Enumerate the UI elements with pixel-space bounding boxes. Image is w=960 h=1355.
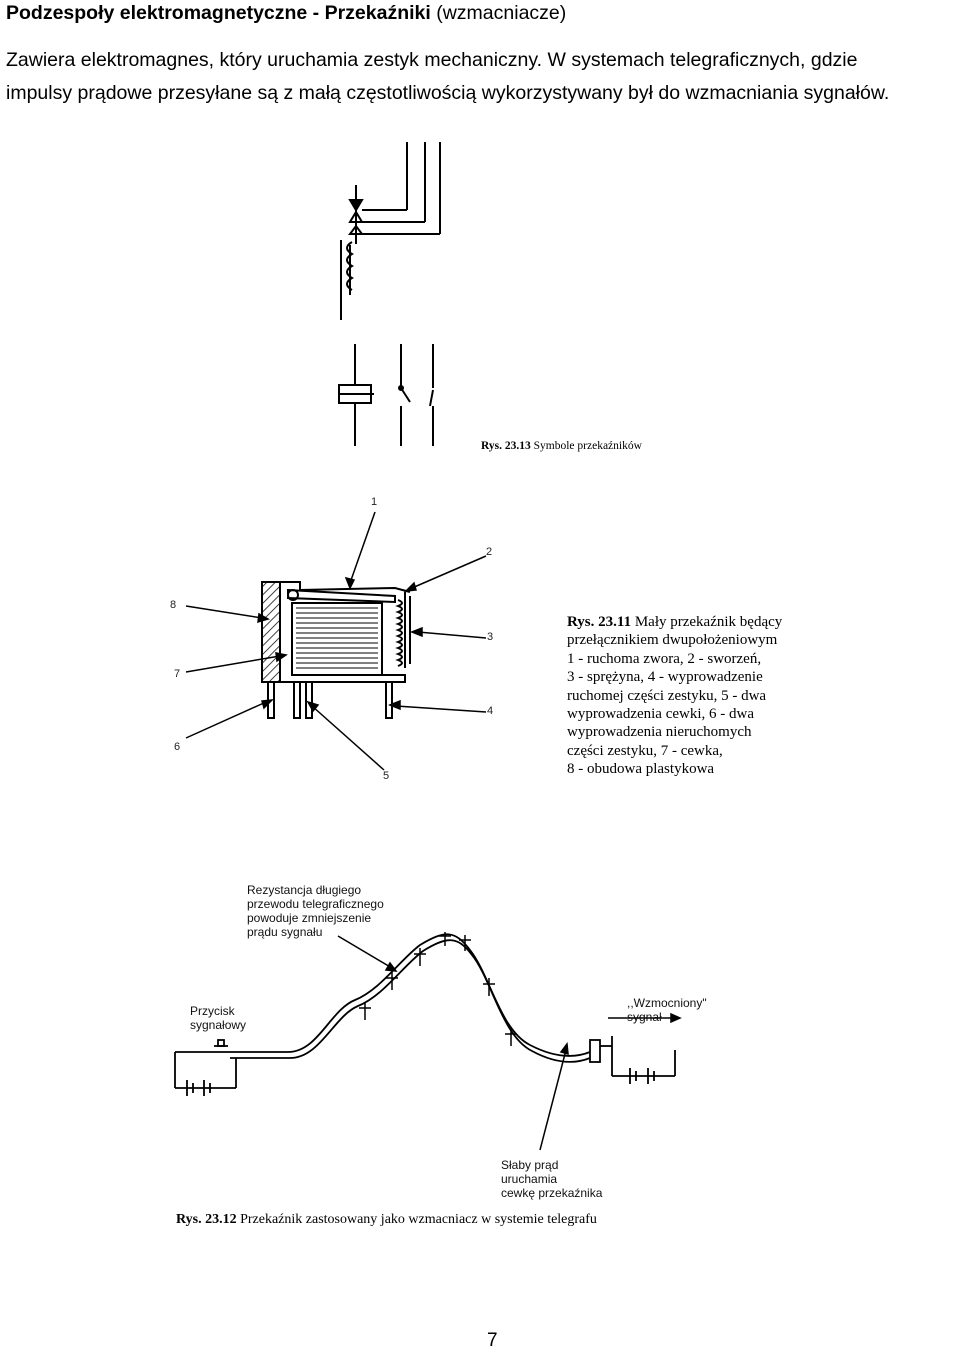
relay-symbol-coil <box>340 240 354 320</box>
intro-paragraph: Zawiera elektromagnes, który uruchamia z… <box>6 44 956 110</box>
label-button-line-1: Przycisk <box>190 1004 235 1018</box>
caption-23-11-line-6: wyprowadzenia cewki, 6 - dwa <box>567 706 755 723</box>
relay-label-1: 1 <box>371 496 378 508</box>
label-resistance-line-3: powoduje zmniejszenie <box>247 911 372 925</box>
relay-label-5: 5 <box>383 770 390 782</box>
relay-label-8: 8 <box>170 599 177 611</box>
caption-23-11-line-5: ruchomej części zestyku, 5 - dwa <box>567 687 767 704</box>
label-button-line-2: sygnałowy <box>190 1018 247 1032</box>
figure-23-12-caption: Rys. 23.12 Przekaźnik zastosowany jako w… <box>176 1212 597 1228</box>
caption-23-11-line-4: 3 - sprężyna, 4 - wyprowadzenie <box>567 669 763 686</box>
figure-23-11-caption: Rys. 23.11 Mały przekaźnik będący przełą… <box>567 613 827 779</box>
label-resistance-line-4: prądu sygnału <box>247 925 323 939</box>
caption-23-12-rest: Przekaźnik zastosowany jako wzmacniacz w… <box>236 1212 597 1227</box>
relay-leader-lines <box>185 511 487 771</box>
header-title-rest: (wzmacniacze) <box>430 2 567 24</box>
telegraph-system-drawing <box>174 932 676 1096</box>
label-weak-line-2: uruchamia <box>501 1172 558 1186</box>
label-amplified-line-2: sygnał <box>627 1010 662 1024</box>
small-relay-drawing <box>261 581 411 719</box>
caption-23-11-bold: Rys. 23.11 <box>567 614 632 630</box>
intro-line-2: impulsy prądowe przesyłane są z małą czę… <box>6 82 890 104</box>
telegraph-leader-lines <box>337 935 682 1151</box>
relay-label-6: 6 <box>174 741 181 753</box>
label-resistance-line-2: przewodu telegraficznego <box>247 897 384 911</box>
label-weak-line-3: cewkę przekaźnika <box>501 1186 603 1200</box>
figure-23-13-caption: Rys. 23.13 Symbole przekaźników <box>481 440 642 452</box>
intro-line-1: Zawiera elektromagnes, który uruchamia z… <box>6 49 858 71</box>
relay-symbol-block <box>338 344 434 446</box>
caption-23-11-line-9: 8 - obudowa plastykowa <box>567 761 715 778</box>
caption-23-11-line-1: Mały przekaźnik będący <box>631 614 783 630</box>
caption-23-11-line-8: części zestyku, 7 - cewka, <box>567 742 723 759</box>
caption-23-13-rest: Symbole przekaźników <box>530 440 642 452</box>
page-header: Podzespoły elektromagnetyczne - Przekaźn… <box>6 2 566 25</box>
label-signal-button: Przycisk sygnałowy <box>190 1004 246 1032</box>
header-title-bold: Podzespoły elektromagnetyczne - Przekaźn… <box>6 2 431 24</box>
label-weak-current: Słaby prąd uruchamia cewkę przekaźnika <box>501 1158 602 1200</box>
label-line-resistance: Rezystancja długiego przewodu telegrafic… <box>247 883 384 939</box>
relay-label-3: 3 <box>487 631 494 643</box>
label-amplified-signal: ,,Wzmocniony" sygnał <box>627 996 707 1024</box>
label-resistance-line-1: Rezystancja długiego <box>247 883 362 897</box>
relay-label-7: 7 <box>174 668 181 680</box>
caption-23-11-line-7: wyprowadzenia nieruchomych <box>567 724 752 741</box>
label-amplified-line-1: ,,Wzmocniony" <box>627 996 707 1010</box>
relay-label-2: 2 <box>486 546 493 558</box>
relay-label-4: 4 <box>487 705 494 717</box>
caption-23-13-bold: Rys. 23.13 <box>481 440 531 452</box>
relay-symbol-contacts <box>348 142 441 244</box>
caption-23-11-line-2: przełącznikiem dwupołożeniowym <box>567 632 778 649</box>
page-number: 7 <box>487 1330 498 1351</box>
caption-23-12-bold: Rys. 23.12 <box>176 1212 237 1227</box>
label-weak-line-1: Słaby prąd <box>501 1158 559 1172</box>
caption-23-11-line-3: 1 - ruchoma zwora, 2 - sworzeń, <box>567 650 762 667</box>
